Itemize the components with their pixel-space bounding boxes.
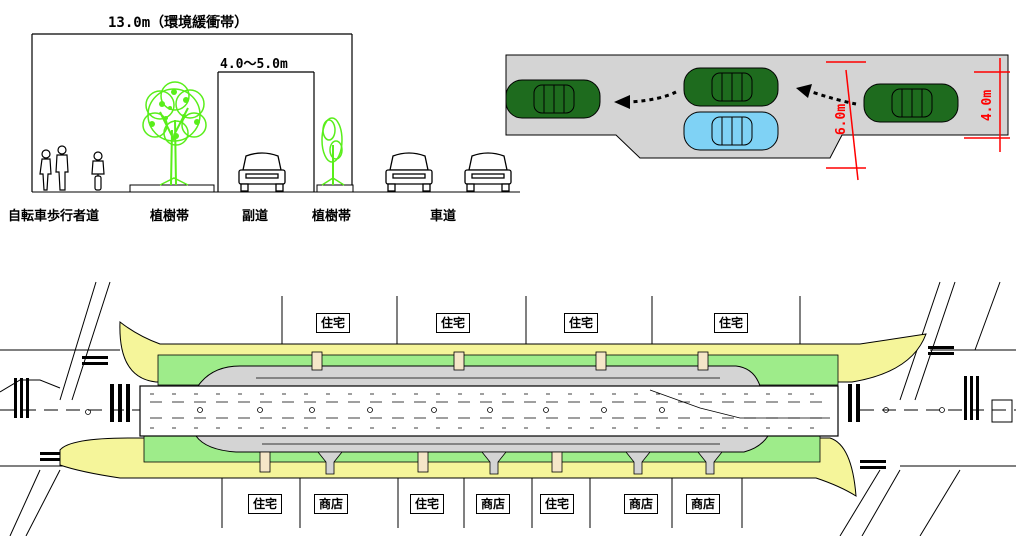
south-lot-label-1: 住宅 [248, 494, 283, 514]
total-width-label: 13.0m（環境緩衝帯） [108, 15, 249, 31]
service-road-width-label: 4.0～5.0m [220, 57, 288, 72]
south-lot-label-7: 商店 [686, 494, 721, 514]
car-top-icon [683, 67, 779, 107]
zone-label-planting-2: 植樹帯 [312, 209, 352, 224]
car-top-icon-blue [683, 111, 779, 151]
car-front-icon [385, 152, 433, 192]
service-road-dimension [217, 71, 315, 192]
south-driveways [259, 451, 563, 473]
north-lot-label-3: 住宅 [564, 313, 599, 333]
south-lot-label-6: 商店 [624, 494, 659, 514]
merge-diagram [505, 54, 1010, 181]
planting-bed-2 [316, 184, 354, 193]
south-lot-label-3: 住宅 [410, 494, 445, 514]
crosswalk-left [14, 356, 130, 461]
merge-arrow-icon [811, 90, 857, 106]
south-lot-label-5: 住宅 [540, 494, 575, 514]
south-commercial-driveways [317, 451, 723, 475]
total-width-dimension [31, 33, 353, 192]
main-roadway [139, 385, 839, 437]
road-markers [85, 407, 945, 415]
south-lot-label-2: 商店 [314, 494, 349, 514]
north-lot-label-2: 住宅 [436, 313, 471, 333]
zone-label-sidewalk: 自転車歩行者道 [8, 209, 100, 224]
car-top-icon [505, 79, 601, 119]
car-top-icon [863, 83, 959, 123]
north-lot-label-1: 住宅 [316, 313, 351, 333]
plan-view [0, 281, 1016, 536]
lot-boundaries-south [221, 475, 743, 528]
north-lot-label-4: 住宅 [714, 313, 749, 333]
car-front-icon [238, 152, 286, 192]
lane-markings [150, 377, 830, 445]
north-service-road [197, 365, 761, 387]
merge-arrow-icon [629, 90, 677, 104]
width-4m-dimension [964, 58, 1010, 152]
north-driveways [311, 351, 709, 371]
cross-street-right [839, 281, 1016, 536]
south-lot-label-4: 商店 [476, 494, 511, 514]
tree-icon [142, 81, 207, 186]
zone-label-roadway: 車道 [430, 209, 457, 224]
cross-section-diagram [31, 33, 520, 193]
width-before-label: 6.0m [834, 103, 850, 136]
zone-label-service-road: 副道 [242, 209, 269, 224]
width-after-label: 4.0m [980, 89, 996, 122]
car-front-icon [464, 152, 512, 192]
tree-icon [321, 117, 345, 186]
zone-label-planting-1: 植樹帯 [150, 209, 190, 224]
pedestrian-icon [39, 145, 69, 191]
planting-bed-1 [129, 184, 215, 193]
arrowhead-icon [796, 84, 812, 98]
cyclist-icon [91, 151, 105, 191]
arrowhead-icon [614, 95, 630, 109]
width-6m-dimension [826, 61, 866, 181]
cross-street-left [0, 281, 140, 536]
crosswalk-right [848, 346, 979, 469]
